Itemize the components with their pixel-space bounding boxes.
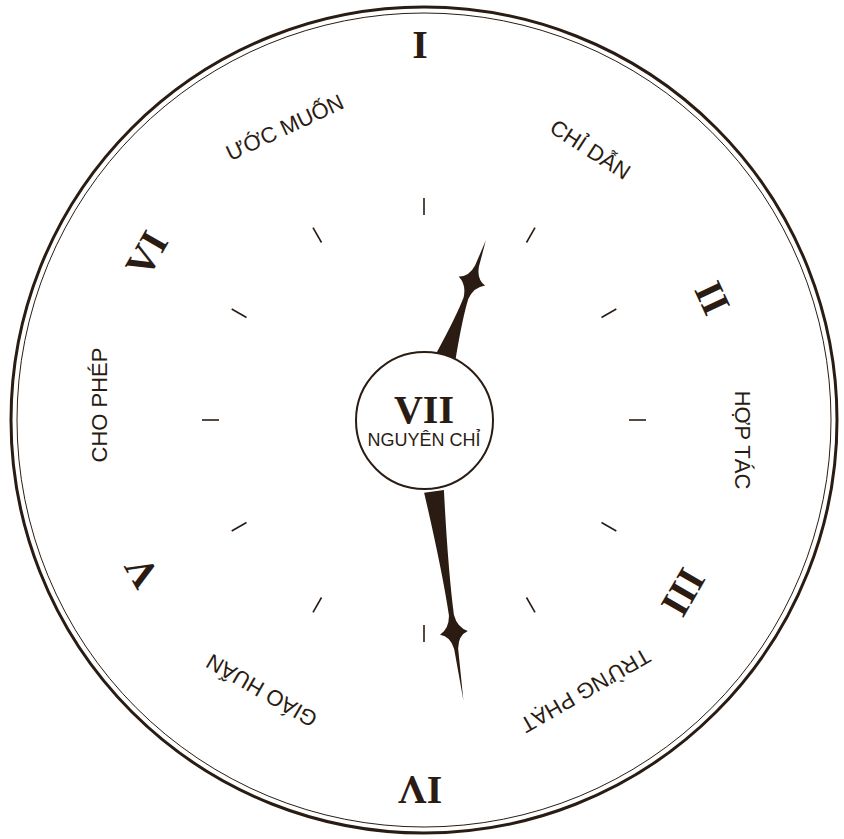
center-circle: VIINGUYÊN CHỈ — [355, 351, 494, 490]
roman-numeral: I — [412, 25, 428, 65]
upper-hand — [433, 236, 499, 360]
lower-hand — [420, 489, 477, 702]
center-content: VIINGUYÊN CHỈ — [367, 389, 480, 451]
inner-ring — [17, 13, 831, 827]
sector-label: HỢP TÁC — [731, 391, 753, 490]
roman-numeral: IV — [398, 770, 442, 810]
tick-marks — [202, 198, 646, 642]
center-numeral: VII — [394, 389, 454, 431]
center-label: NGUYÊN CHỈ — [367, 431, 480, 451]
sector-label: CHO PHÉP — [89, 348, 111, 463]
outer-ring — [11, 7, 837, 833]
